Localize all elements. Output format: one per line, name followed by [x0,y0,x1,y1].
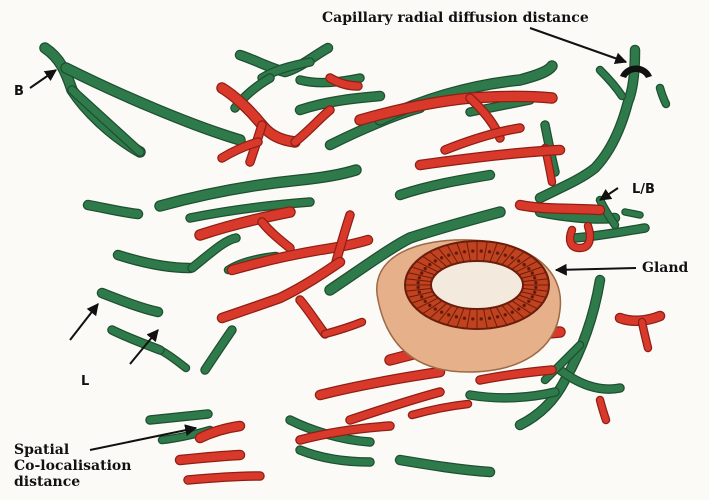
gland-cell-nucleus [531,296,533,298]
gland-cell-nucleus [455,316,457,318]
green-vessel-30 [625,212,640,215]
green-vessels [45,48,666,472]
label-lb: L/B [632,183,655,198]
gland-cell-nucleus [424,300,426,302]
gland-cell-nucleus [504,314,506,316]
green-vessel-16 [160,170,356,206]
gland-cell-nucleus [417,281,419,283]
gland-cell-nucleus [523,263,525,265]
gland-cell-nucleus [523,304,525,306]
gland-cell-nucleus [531,272,533,274]
red-vessel-20 [320,372,440,395]
label-spatial-colocalisation: Spatial Co-localisation distance [14,442,164,490]
gland-cell-nucleus [448,314,450,316]
gland-cell-nucleus [528,268,530,270]
gland-cell-nucleus [518,308,520,310]
red-vessel-25 [180,455,240,460]
arrow-lb [600,188,618,200]
gland-cell-nucleus [528,300,530,302]
red-vessel-17 [520,205,600,210]
green-vessel-14 [600,70,622,96]
arrow-b [30,70,56,88]
gland-lumen [431,261,523,309]
gland-cell-nucleus [463,251,465,253]
gland-cell-nucleus [418,291,420,293]
gland-cell-nucleus [418,277,420,279]
green-vessel-32 [560,370,620,389]
red-vessel-5 [360,97,552,121]
red-vessel-21 [350,392,440,420]
label-gland: Gland [642,260,688,276]
gland-cell-nucleus [472,318,474,320]
gland-cell-nucleus [440,311,442,313]
label-b: B [14,85,24,100]
green-vessel-15 [88,205,138,214]
gland-cell-nucleus [533,277,535,279]
green-vessel-21 [102,293,158,312]
gland-cell-nucleus [429,304,431,306]
gland-cell-nucleus [496,316,498,318]
gland-cell-nucleus [472,250,474,252]
gland-cell-nucleus [455,252,457,254]
gland-cell-nucleus [421,296,423,298]
green-vessel-23 [112,330,160,350]
gland-cell-nucleus [518,260,520,262]
gland-cell-nucleus [535,286,537,288]
gland-cell-nucleus [511,257,513,259]
label-spatial-line-2: Co-localisation [14,458,164,474]
gland-cell-nucleus [488,317,490,319]
gland-cell-nucleus [429,263,431,265]
gland-cell-nucleus [496,252,498,254]
gland-cell-nucleus [511,311,513,313]
gland-cell-nucleus [440,257,442,259]
gland-cell-nucleus [480,318,482,320]
gland-cell-nucleus [480,250,482,252]
gland-cell-nucleus [417,286,419,288]
gland-cell-nucleus [488,251,490,253]
arrow-capillary [530,28,626,62]
gland-cell-nucleus [434,260,436,262]
gland-cell-nucleus [533,291,535,293]
gland-cell-nucleus [424,268,426,270]
arrow-gland [556,268,636,270]
arrow-l-upper [70,304,98,340]
gland-cell-nucleus [535,281,537,283]
red-vessel-26 [188,476,260,480]
green-vessel-7 [300,96,380,110]
gland-cell-nucleus [421,272,423,274]
label-spatial-line-1: Spatial [14,442,164,458]
label-capillary-diffusion: Capillary radial diffusion distance [322,10,589,26]
green-vessel-24 [205,330,232,370]
green-vessel-18 [118,255,190,268]
label-l: L [81,375,89,390]
green-vessel-39 [300,450,370,462]
gland-cell-nucleus [434,308,436,310]
red-vessel-10 [262,222,290,248]
label-spatial-line-3: distance [14,474,164,490]
red-vessel-14 [300,300,325,334]
gland-cell-nucleus [504,254,506,256]
red-vessel-7 [445,128,520,150]
gland-cell-nucleus [463,317,465,319]
green-vessel-19 [192,238,236,268]
gland-cell-nucleus [448,254,450,256]
red-vessel-11 [232,240,368,270]
